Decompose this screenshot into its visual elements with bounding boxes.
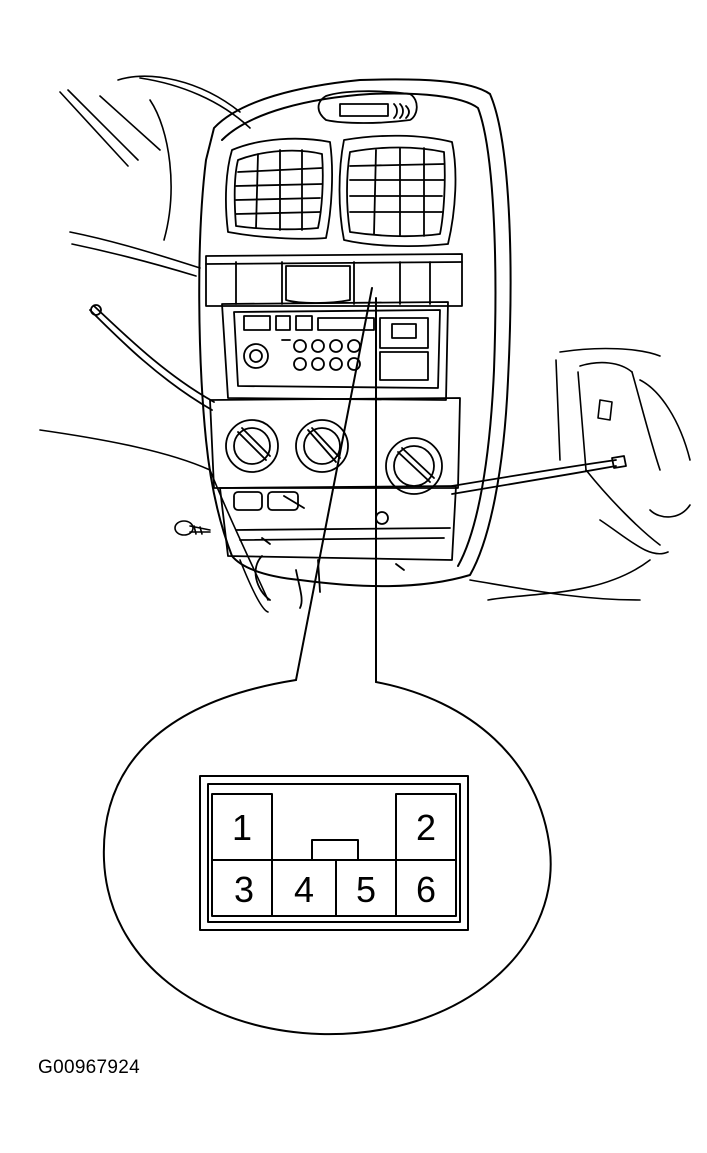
pin-label-4: 4: [294, 869, 314, 910]
pin-labels: 1 2 3 4 5 6: [232, 807, 436, 910]
pin-label-3: 3: [234, 869, 254, 910]
lower-panel: [219, 485, 457, 609]
pin-label-1: 1: [232, 807, 252, 848]
figure-id-label: G00967924: [38, 1057, 141, 1078]
dashboard-outline: [39, 75, 691, 613]
connector-face: [199, 775, 469, 931]
top-light: [317, 90, 418, 124]
pin-label-6: 6: [416, 869, 436, 910]
callout-pointer: [295, 287, 377, 683]
switch-row: [205, 253, 463, 307]
air-vent-left: [225, 137, 333, 240]
screw: [174, 520, 211, 536]
pin-label-2: 2: [416, 807, 436, 848]
callout-bubble: [102, 679, 552, 1036]
center-console: [198, 78, 512, 588]
pin-label-5: 5: [356, 869, 376, 910]
air-vent-right: [338, 134, 457, 247]
cables: [89, 304, 627, 495]
radio-unit: [221, 301, 449, 401]
